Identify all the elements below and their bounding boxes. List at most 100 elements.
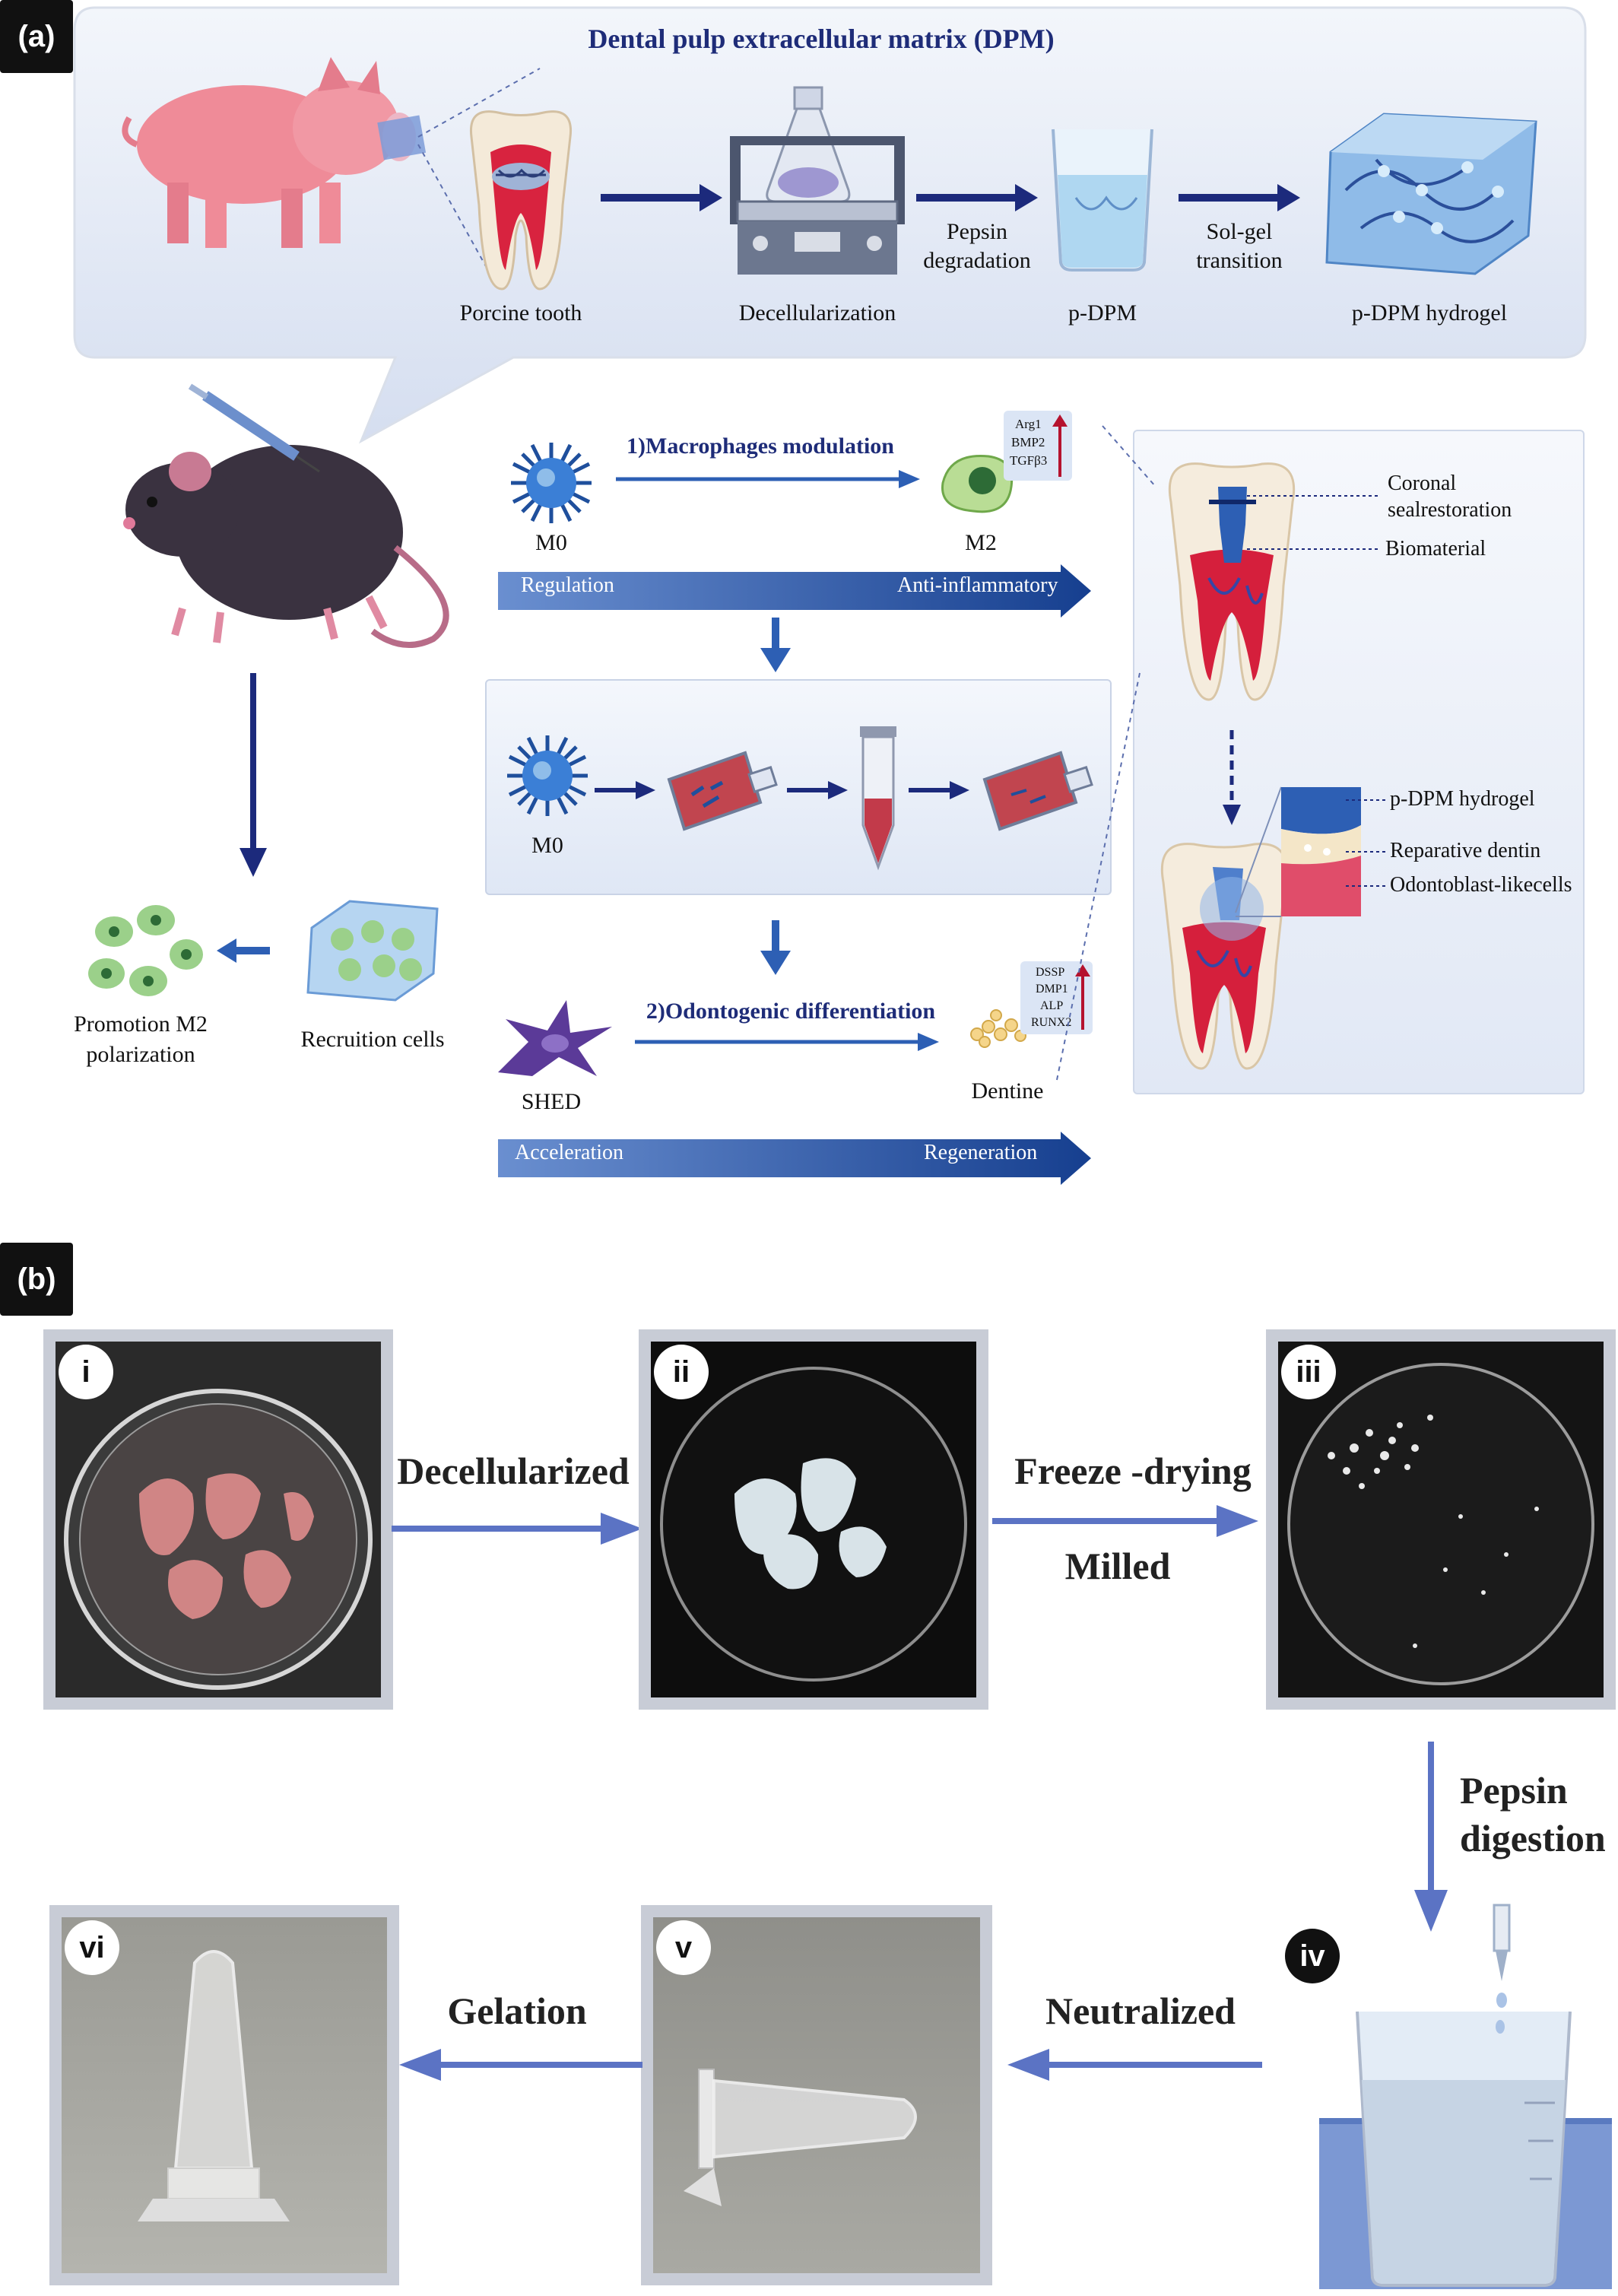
upregulation-arrow-m2	[1052, 414, 1068, 477]
arrow-down-1	[760, 618, 791, 672]
shed-cell	[498, 1000, 612, 1076]
hydrogel-label: p-DPM hydrogel	[1351, 300, 1508, 326]
odontoblast-label: Odontoblast-likecells	[1390, 873, 1572, 897]
marker-arg1: Arg1	[1015, 417, 1042, 431]
pepsin-digestion-label-1: Pepsin	[1460, 1769, 1568, 1812]
pdpm-label: p-DPM	[1068, 300, 1137, 326]
arrow-shed-to-dentine	[635, 1033, 939, 1051]
arrow-down-2	[760, 920, 791, 975]
arrow-decell-to-pdpm	[916, 184, 1038, 211]
dashed-down-arrow	[1223, 730, 1241, 825]
freeze-drying-label: Freeze -drying	[1014, 1450, 1252, 1492]
pdpm-beaker	[1052, 129, 1153, 272]
milled-label: Milled	[1064, 1545, 1171, 1587]
photo-v-liquid-tube: v	[641, 1905, 992, 2285]
centrifuge-tube	[860, 726, 896, 871]
dentine-label: Dentine	[971, 1078, 1044, 1104]
shed-label: SHED	[521, 1089, 582, 1114]
m0-macrophage-1	[511, 443, 592, 523]
marker-bmp2: BMP2	[1011, 435, 1045, 449]
m2-label: M2	[965, 530, 997, 555]
dpm-title: Dental pulp extracellular matrix (DPM)	[588, 24, 1055, 54]
reparative-dentin-label: Reparative dentin	[1390, 839, 1541, 862]
pig-illustration	[122, 57, 541, 282]
arrow-i-to-ii	[392, 1513, 642, 1545]
photo-i-fresh-pulp: i	[43, 1329, 393, 1710]
photo-iii-powder: iii	[1266, 1329, 1616, 1710]
upregulation-arrow-odonto	[1075, 964, 1090, 1030]
regeneration-label: Regeneration	[924, 1141, 1038, 1164]
arrow-recruit-to-promotion	[217, 938, 270, 963]
horizontal-tube	[684, 2069, 917, 2206]
mouse-illustration	[123, 383, 449, 648]
gelation-label: Gelation	[447, 1990, 587, 2032]
coronal-label-1: Coronal	[1388, 472, 1457, 495]
pepsin-label-2: degradation	[923, 248, 1031, 273]
biomaterial-label: Biomaterial	[1385, 537, 1486, 561]
dentine-particles	[970, 1009, 1026, 1048]
marker-alp: ALP	[1040, 999, 1064, 1012]
promotion-label-1: Promotion M2	[74, 1011, 208, 1037]
petri-dish-pulp	[64, 1389, 373, 1690]
photo-v-label: v	[656, 1920, 711, 1975]
hydrogel-block	[1325, 113, 1537, 275]
decellularization-label: Decellularization	[738, 300, 896, 326]
panel-b-tag: (b)	[0, 1243, 73, 1316]
regulation-bar	[498, 564, 1091, 618]
tooth-restoration-illustration	[1168, 462, 1296, 701]
zoom-lines	[1056, 425, 1156, 1081]
tooth-regeneration-illustration	[1160, 843, 1288, 1070]
marker-dmp1: DMP1	[1036, 983, 1068, 996]
arrow-m0-to-m2	[616, 470, 920, 488]
photo-ii-decellularized: ii	[639, 1329, 988, 1710]
arrow-iii-to-iv	[1414, 1742, 1448, 1932]
recruition-cells-block	[306, 900, 439, 1002]
photo-vi-gel-tube: vi	[49, 1905, 399, 2285]
arrow-pdpm-to-hydrogel	[1179, 184, 1300, 211]
porcine-tooth-label: Porcine tooth	[459, 300, 582, 326]
regulation-bar-text: Regulation Anti-inflammatory	[498, 564, 1091, 618]
m0-macrophage-2	[507, 735, 588, 816]
hydrogel-callout-label: p-DPM hydrogel	[1390, 787, 1535, 811]
decellularization-machine	[730, 86, 905, 275]
petri-dish-white-tissue	[660, 1367, 967, 1682]
arrow-culture-1	[595, 781, 655, 799]
odontogenic-title: 2)Odontogenic differentiation	[646, 999, 936, 1024]
petri-dish-powder	[1287, 1363, 1594, 1685]
tooth-callout-lines-1	[1247, 495, 1380, 550]
porcine-tooth-illustration	[469, 110, 573, 291]
photo-iv-label: iv	[1285, 1929, 1340, 1983]
m2-cells-cluster	[88, 905, 203, 996]
arrow-v-to-vi	[399, 2049, 642, 2081]
beaker-in-bath-illustration	[1319, 1904, 1612, 2289]
regulation-label: Regulation	[521, 573, 614, 597]
anti-inflammatory-label: Anti-inflammatory	[897, 573, 1058, 597]
arrow-ii-to-iii	[992, 1505, 1258, 1537]
acceleration-bar-text: Acceleration Regeneration	[498, 1132, 1091, 1185]
marker-dssp: DSSP	[1036, 966, 1065, 979]
acceleration-label: Acceleration	[515, 1141, 624, 1164]
m2-macrophage	[941, 454, 1014, 513]
upright-tube	[138, 1950, 290, 2221]
tooth-callout-lines-2	[1346, 799, 1388, 887]
m0-label-2: M0	[531, 833, 563, 858]
culture-flask-1	[667, 751, 778, 831]
decellularized-label: Decellularized	[397, 1450, 630, 1492]
coronal-label-2: sealrestoration	[1388, 498, 1512, 522]
solgel-label-1: Sol-gel	[1206, 219, 1273, 244]
photo-i-label: i	[59, 1345, 113, 1399]
acceleration-bar	[498, 1132, 1091, 1185]
zoom-inset	[1235, 786, 1361, 917]
marker-tgfb3: TGFβ3	[1010, 453, 1048, 468]
recruition-label: Recruition cells	[300, 1027, 445, 1052]
photo-vi-label: vi	[65, 1920, 119, 1975]
promotion-label-2: polarization	[86, 1042, 195, 1067]
marker-runx2: RUNX2	[1031, 1016, 1072, 1029]
culture-process-box	[485, 679, 1112, 895]
arrow-culture-2	[787, 781, 848, 799]
neutralized-label: Neutralized	[1045, 1990, 1236, 2032]
macrophage-modulation-title: 1)Macrophages modulation	[627, 433, 894, 459]
culture-flask-2	[982, 751, 1093, 831]
panel-a-tag: (a)	[0, 0, 73, 73]
photo-ii-label: ii	[654, 1345, 709, 1399]
